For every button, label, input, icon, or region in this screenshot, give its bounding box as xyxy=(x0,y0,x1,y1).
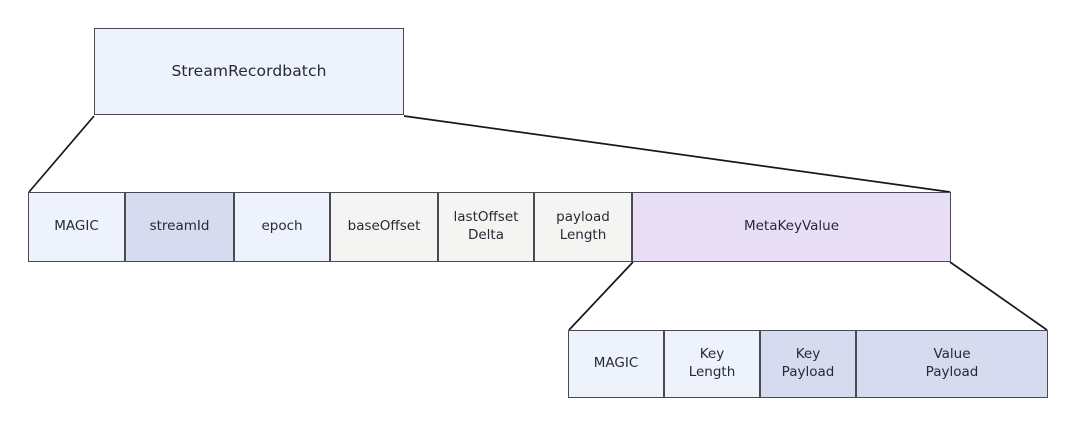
meta-field-magic[interactable]: MAGIC xyxy=(568,330,664,398)
record-field-label: lastOffset Delta xyxy=(453,209,519,243)
meta-field-label: Key Length xyxy=(688,346,736,380)
record-field-epoch[interactable]: epoch xyxy=(234,192,330,262)
record-field-payload-length[interactable]: payload Length xyxy=(534,192,632,262)
title-to-record-right-connector xyxy=(403,115,951,193)
record-field-magic[interactable]: MAGIC xyxy=(28,192,125,262)
meta-field-key-payload[interactable]: Key Payload xyxy=(760,330,856,398)
record-field-metakeyvalue[interactable]: MetaKeyValue xyxy=(632,192,951,262)
record-field-lastoffset-delta[interactable]: lastOffset Delta xyxy=(438,192,534,262)
record-field-label: payload Length xyxy=(556,209,610,243)
stream-record-batch-field-strip: MAGIC streamId epoch baseOffset lastOffset D… xyxy=(28,192,951,262)
meta-field-label: Value Payload xyxy=(925,346,979,380)
record-field-streamid[interactable]: streamId xyxy=(125,192,234,262)
metakeyvalue-to-detail-left-connector xyxy=(568,261,634,331)
stream-record-batch-label: StreamRecordbatch xyxy=(171,61,327,80)
metakeyvalue-to-detail-right-connector xyxy=(949,261,1048,331)
record-field-label: MetaKeyValue xyxy=(743,218,840,235)
record-field-label: baseOffset xyxy=(347,218,421,235)
stream-record-batch-box[interactable]: StreamRecordbatch xyxy=(94,28,404,115)
record-field-label: epoch xyxy=(261,218,303,235)
record-field-label: MAGIC xyxy=(54,218,99,235)
title-to-record-left-connector xyxy=(28,115,95,193)
record-field-label: streamId xyxy=(149,218,210,235)
meta-field-key-length[interactable]: Key Length xyxy=(664,330,760,398)
meta-field-label: Key Payload xyxy=(781,346,835,380)
meta-field-value-payload[interactable]: Value Payload xyxy=(856,330,1048,398)
record-field-baseoffset[interactable]: baseOffset xyxy=(330,192,438,262)
meta-field-label: MAGIC xyxy=(593,355,639,372)
meta-key-value-field-strip: MAGIC Key Length Key Payload Value Payload xyxy=(568,330,1048,398)
